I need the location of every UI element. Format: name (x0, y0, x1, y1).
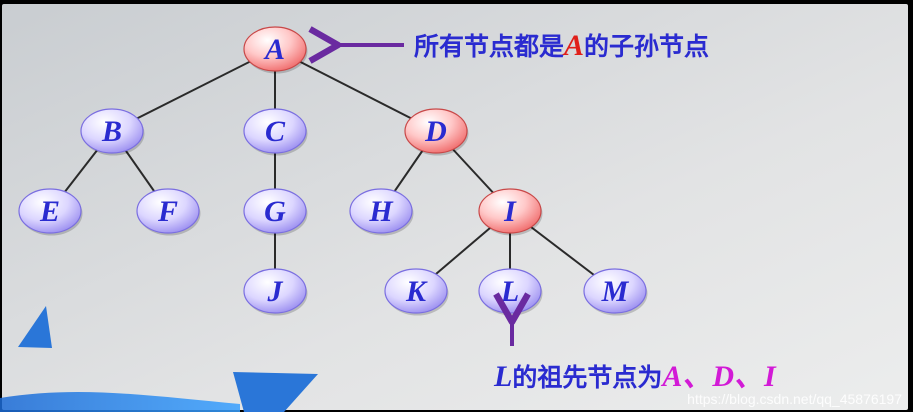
decor-triangle-left (18, 306, 52, 348)
node-label: K (405, 275, 428, 308)
node-ellipse (384, 268, 448, 314)
node-ellipse (243, 108, 307, 154)
decor-stripe (0, 392, 240, 412)
annotation-top: 所有节点都是A的子孙节点 (414, 29, 709, 62)
node-label: J (267, 275, 284, 308)
edge-a-b (111, 48, 276, 132)
annotation-bottom-middle: 的祖先节点为 (512, 363, 662, 392)
watermark: https://blog.csdn.net/qq_45876197 (687, 391, 902, 407)
annotation-top-prefix: 所有节点都是 (414, 32, 564, 61)
node-label: I (503, 195, 517, 228)
node-m: M (583, 268, 648, 316)
node-ellipse (136, 188, 200, 234)
edge-a-d (274, 48, 437, 132)
node-g: G (243, 188, 308, 236)
node-a: A (243, 26, 308, 74)
tree-nodes: A B C D E F G H I J K L M (18, 26, 648, 316)
node-c: C (243, 108, 308, 156)
node-d: D (404, 108, 469, 156)
node-ellipse (18, 188, 82, 234)
node-ellipse (80, 108, 144, 154)
node-label: F (157, 195, 178, 228)
node-ellipse (583, 268, 647, 314)
node-k: K (384, 268, 449, 316)
node-f: F (136, 188, 201, 236)
node-label: A (263, 33, 285, 66)
node-label: H (368, 195, 394, 228)
node-label: B (101, 115, 122, 148)
annotation-bottom: L的祖先节点为A、D、I (493, 360, 777, 393)
node-h: H (349, 188, 414, 236)
node-e: E (18, 188, 83, 236)
node-label: E (39, 195, 60, 228)
node-ellipse (478, 188, 542, 234)
node-ellipse (243, 26, 307, 72)
slide-background (2, 4, 908, 410)
node-ellipse (404, 108, 468, 154)
node-label: D (424, 115, 447, 148)
node-label: L (500, 275, 519, 308)
annotation-bottom-answer: A、D、I (660, 360, 777, 393)
decor-triangle-bottom (233, 372, 318, 412)
node-label: C (265, 115, 286, 148)
node-label: G (264, 195, 286, 228)
annotation-top-letter: A (562, 29, 584, 62)
node-j: J (243, 268, 308, 316)
node-ellipse (349, 188, 413, 234)
annotation-top-suffix: 的子孙节点 (584, 32, 709, 61)
node-i: I (478, 188, 543, 236)
annotation-bottom-letter: L (493, 360, 512, 393)
node-ellipse (243, 188, 307, 234)
node-ellipse (243, 268, 307, 314)
node-label: M (601, 275, 630, 308)
node-b: B (80, 108, 145, 156)
